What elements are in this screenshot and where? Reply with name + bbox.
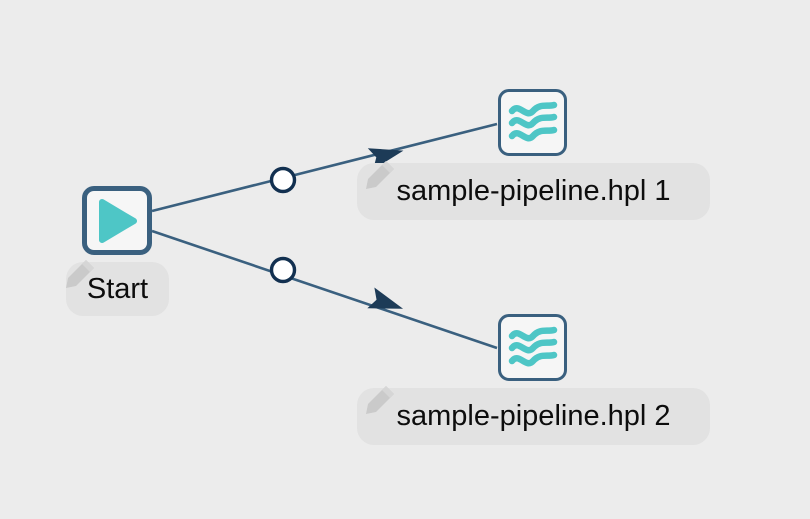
pipeline-waves-icon bbox=[508, 326, 557, 366]
node-label-pipeline-2-text: sample-pipeline.hpl 2 bbox=[396, 400, 671, 432]
node-label-pipeline-1[interactable]: sample-pipeline.hpl 1 bbox=[357, 163, 710, 220]
hop-circle-icon[interactable] bbox=[269, 166, 297, 194]
pipeline-waves-icon bbox=[508, 101, 557, 141]
hop-start-to-pipeline-2[interactable] bbox=[151, 229, 498, 350]
node-label-start-text: Start bbox=[86, 272, 149, 305]
node-pipeline-2[interactable] bbox=[498, 314, 567, 381]
node-pipeline-1[interactable] bbox=[498, 89, 567, 156]
play-triangle-icon bbox=[99, 198, 137, 243]
hop-circle-icon[interactable] bbox=[269, 256, 297, 284]
node-label-pipeline-1-text: sample-pipeline.hpl 1 bbox=[396, 175, 671, 207]
hop-line[interactable] bbox=[151, 122, 498, 213]
node-label-start[interactable]: Start bbox=[66, 262, 169, 316]
hop-line[interactable] bbox=[151, 229, 498, 350]
node-start[interactable] bbox=[82, 186, 152, 255]
hop-arrow-icon bbox=[367, 287, 404, 309]
node-label-pipeline-2[interactable]: sample-pipeline.hpl 2 bbox=[357, 388, 710, 445]
